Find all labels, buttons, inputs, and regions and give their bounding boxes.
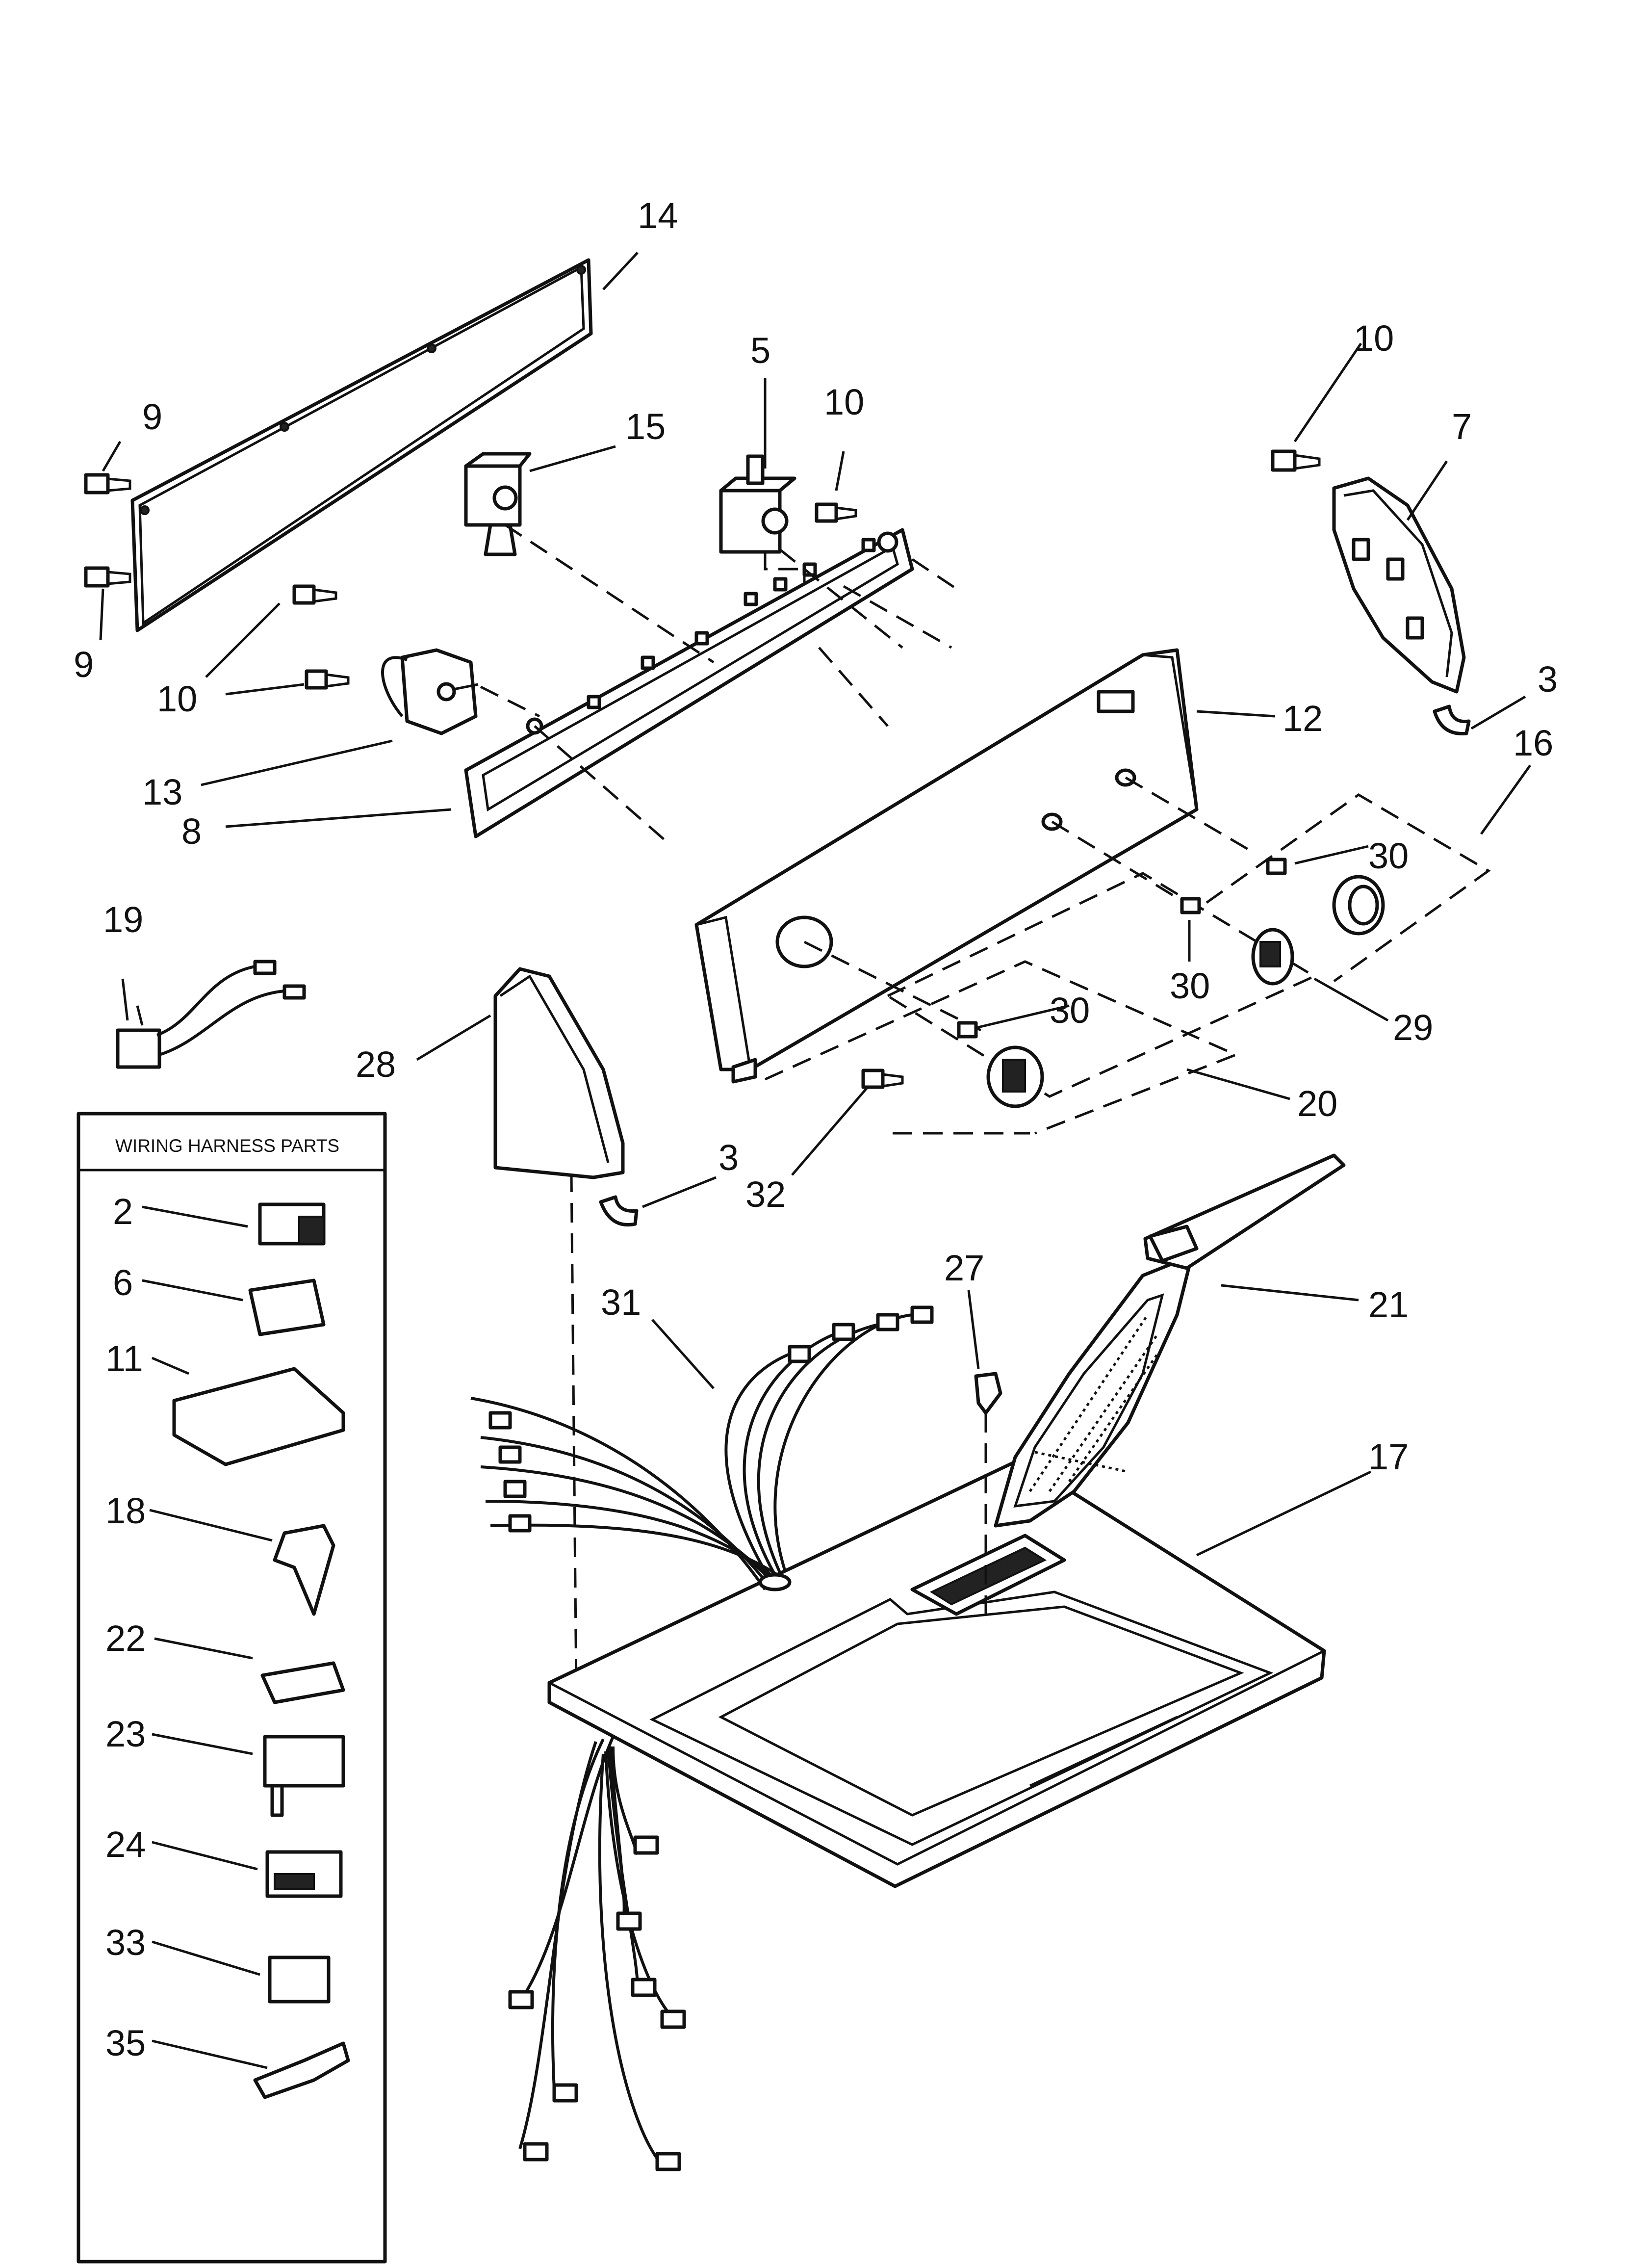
- part-16-knob-round: [1332, 875, 1385, 936]
- callout-31: 31: [601, 1282, 641, 1323]
- callout-3-right: 3: [1538, 659, 1558, 700]
- part-2-connector: [258, 1202, 326, 1246]
- part-10-screw-a: [815, 502, 857, 523]
- part-29-knob: [1251, 928, 1294, 986]
- callout-10-left: 10: [157, 678, 197, 719]
- part-31-wire-harness: [470, 1305, 934, 1591]
- callout-7: 7: [1452, 406, 1472, 447]
- callout-17: 17: [1368, 1436, 1409, 1477]
- part-13-timer: [381, 648, 479, 735]
- part-32-screw: [861, 1069, 904, 1089]
- callout-18: 18: [105, 1490, 146, 1531]
- callout-3-mid: 3: [718, 1137, 739, 1178]
- part-9-screw-top: [84, 473, 131, 495]
- part-20-knob: [986, 1045, 1044, 1108]
- callout-35: 35: [105, 2023, 146, 2063]
- part-6-connector: [248, 1278, 326, 1336]
- part-24-connector: [265, 1850, 343, 1898]
- callout-11: 11: [105, 1338, 143, 1379]
- callout-5: 5: [750, 330, 770, 371]
- part-11-connector: [172, 1367, 345, 1466]
- callout-9-bottom: 9: [74, 644, 94, 685]
- callout-30-c: 30: [1050, 990, 1090, 1031]
- part-3-clip-right: [1433, 704, 1471, 735]
- part-12-console: [694, 648, 1199, 1084]
- part-10-screw-d: [1271, 449, 1321, 472]
- part-33-connector: [268, 1955, 331, 2004]
- part-30-clip-b: [1180, 897, 1201, 914]
- callout-9-top: 9: [142, 396, 162, 437]
- part-8-control-bracket: [464, 528, 914, 838]
- callout-24: 24: [105, 1824, 146, 1865]
- harness-box-title: WIRING HARNESS PARTS: [115, 1136, 339, 1156]
- leader-lines: [99, 252, 1532, 1557]
- part-15-switch: [464, 452, 532, 556]
- part-23-connector: [263, 1735, 345, 1817]
- callout-12: 12: [1283, 698, 1323, 739]
- part-35-terminal: [253, 2041, 350, 2099]
- callout-27: 27: [944, 1248, 984, 1288]
- part-10-screw-b: [292, 584, 337, 605]
- callout-14: 14: [638, 195, 678, 236]
- callout-13: 13: [142, 772, 182, 812]
- callout-32: 32: [745, 1174, 786, 1215]
- part-9-screw-bottom: [84, 566, 131, 588]
- part-10-screw-c: [305, 669, 350, 690]
- part-5-switch: [719, 454, 844, 588]
- lower-wire-harness: [508, 1736, 686, 2171]
- part-21-lint-screen: [994, 1153, 1346, 1528]
- callout-numbers: 14 9 9 15 5 10 10 7 10 13 8 12 3 16 30 3…: [74, 195, 1558, 1477]
- part-30-clip-a: [1266, 858, 1287, 875]
- part-14-rear-panel: [130, 258, 593, 632]
- callout-30-a: 30: [1368, 835, 1409, 876]
- part-7-end-cap: [1332, 476, 1466, 694]
- callout-10-mid: 10: [824, 382, 864, 422]
- callout-29: 29: [1393, 1007, 1433, 1048]
- part-19-harness: [116, 960, 306, 1069]
- callout-21: 21: [1368, 1284, 1409, 1325]
- part-30-clip-c: [957, 1021, 978, 1039]
- callout-22: 22: [105, 1618, 146, 1659]
- callout-28: 28: [356, 1044, 396, 1085]
- callout-30-b: 30: [1170, 965, 1210, 1006]
- part-27-screw: [974, 1372, 1002, 1614]
- callout-15: 15: [625, 406, 666, 447]
- wiring-harness-box: WIRING HARNESS PARTS 2 6 11 18 22 23 24 …: [77, 1112, 387, 2264]
- callout-23: 23: [105, 1714, 146, 1754]
- callout-16: 16: [1513, 723, 1553, 763]
- part-17-top-panel: [547, 1458, 1326, 1888]
- callout-19: 19: [103, 899, 143, 940]
- callout-8: 8: [181, 811, 202, 852]
- part-22-connector: [260, 1661, 345, 1704]
- part-18-clip: [273, 1524, 335, 1616]
- part-3-clip-mid: [599, 1195, 639, 1226]
- callout-10-right: 10: [1354, 318, 1394, 359]
- callout-33: 33: [105, 1922, 146, 1963]
- callout-20: 20: [1297, 1083, 1337, 1124]
- callout-6: 6: [113, 1262, 133, 1303]
- callout-2: 2: [113, 1191, 133, 1232]
- part-28-end-cap: [493, 967, 625, 1179]
